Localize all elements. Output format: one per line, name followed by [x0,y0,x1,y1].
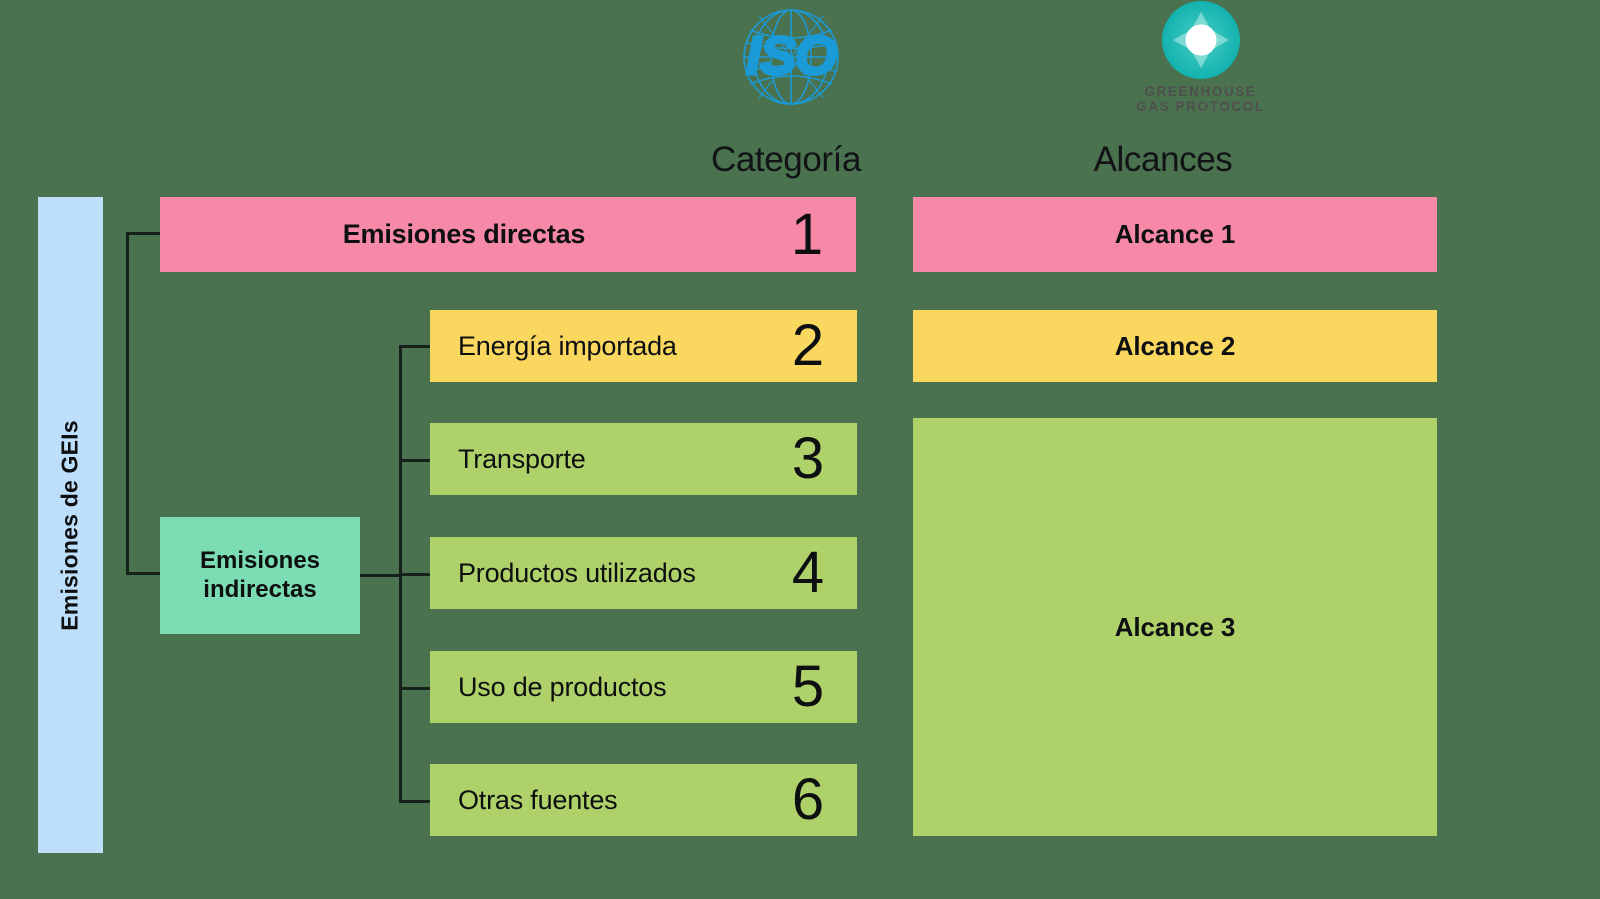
column-title-categoria: Categoría [710,140,862,179]
category-row-1: Emisiones directas 1 [160,197,856,272]
column-title-alcances: Alcances [1093,140,1233,179]
connector-to-category-5 [399,687,431,690]
category-4-number: 4 [791,540,825,605]
gei-emissions-bar: Emisiones de GEIs [38,197,103,853]
gei-emissions-label: Emisiones de GEIs [57,419,84,631]
scope-box-1: Alcance 1 [913,197,1437,272]
category-6-label: Otras fuentes [458,784,618,815]
scope-2-label: Alcance 2 [1114,330,1236,361]
ghg-circle-icon [1161,1,1240,79]
connector-indirect-stem [360,574,402,577]
category-1-number: 1 [790,201,824,267]
category-row-4: Productos utilizados 4 [430,537,857,609]
scope-box-3: Alcance 3 [913,418,1437,836]
category-1-label: Emisiones directas [342,219,586,249]
category-3-label: Transporte [458,443,586,474]
iso-globe-icon: ISO [743,9,840,105]
connector-to-category-6 [399,800,431,803]
category-4-label: Productos utilizados [458,557,696,588]
category-6-number: 6 [791,767,825,832]
scope-box-2: Alcance 2 [913,310,1437,382]
category-2-number: 2 [791,313,825,378]
connector-to-category-3 [399,459,431,462]
connector-to-category-2 [399,345,431,348]
connector-to-direct [126,232,162,235]
scope-3-label: Alcance 3 [1114,611,1236,642]
category-row-5: Uso de productos 5 [430,651,857,723]
ghg-caption-line1: GREENHOUSE [1144,84,1257,99]
connector-trunk-vertical [126,232,129,574]
iso-logo: ISO [723,2,859,112]
category-3-number: 3 [791,426,825,491]
ghg-caption-line2: GAS PROTOCOL [1136,99,1265,114]
category-row-2: Energía importada 2 [430,310,857,382]
greenhouse-gas-protocol-logo: GREENHOUSE GAS PROTOCOL [1098,0,1303,128]
category-row-6: Otras fuentes 6 [430,764,857,836]
scope-1-label: Alcance 1 [1114,219,1236,249]
svg-text:ISO: ISO [746,26,837,86]
connector-to-indirect [126,572,162,575]
category-5-label: Uso de productos [458,671,667,702]
category-2-label: Energía importada [458,330,677,361]
category-5-number: 5 [791,654,825,719]
ghg-caption: GREENHOUSE GAS PROTOCOL [1136,84,1264,114]
category-row-3: Transporte 3 [430,423,857,495]
connector-to-category-4 [399,573,431,576]
indirect-emissions-box: Emisiones indirectas [160,517,360,634]
